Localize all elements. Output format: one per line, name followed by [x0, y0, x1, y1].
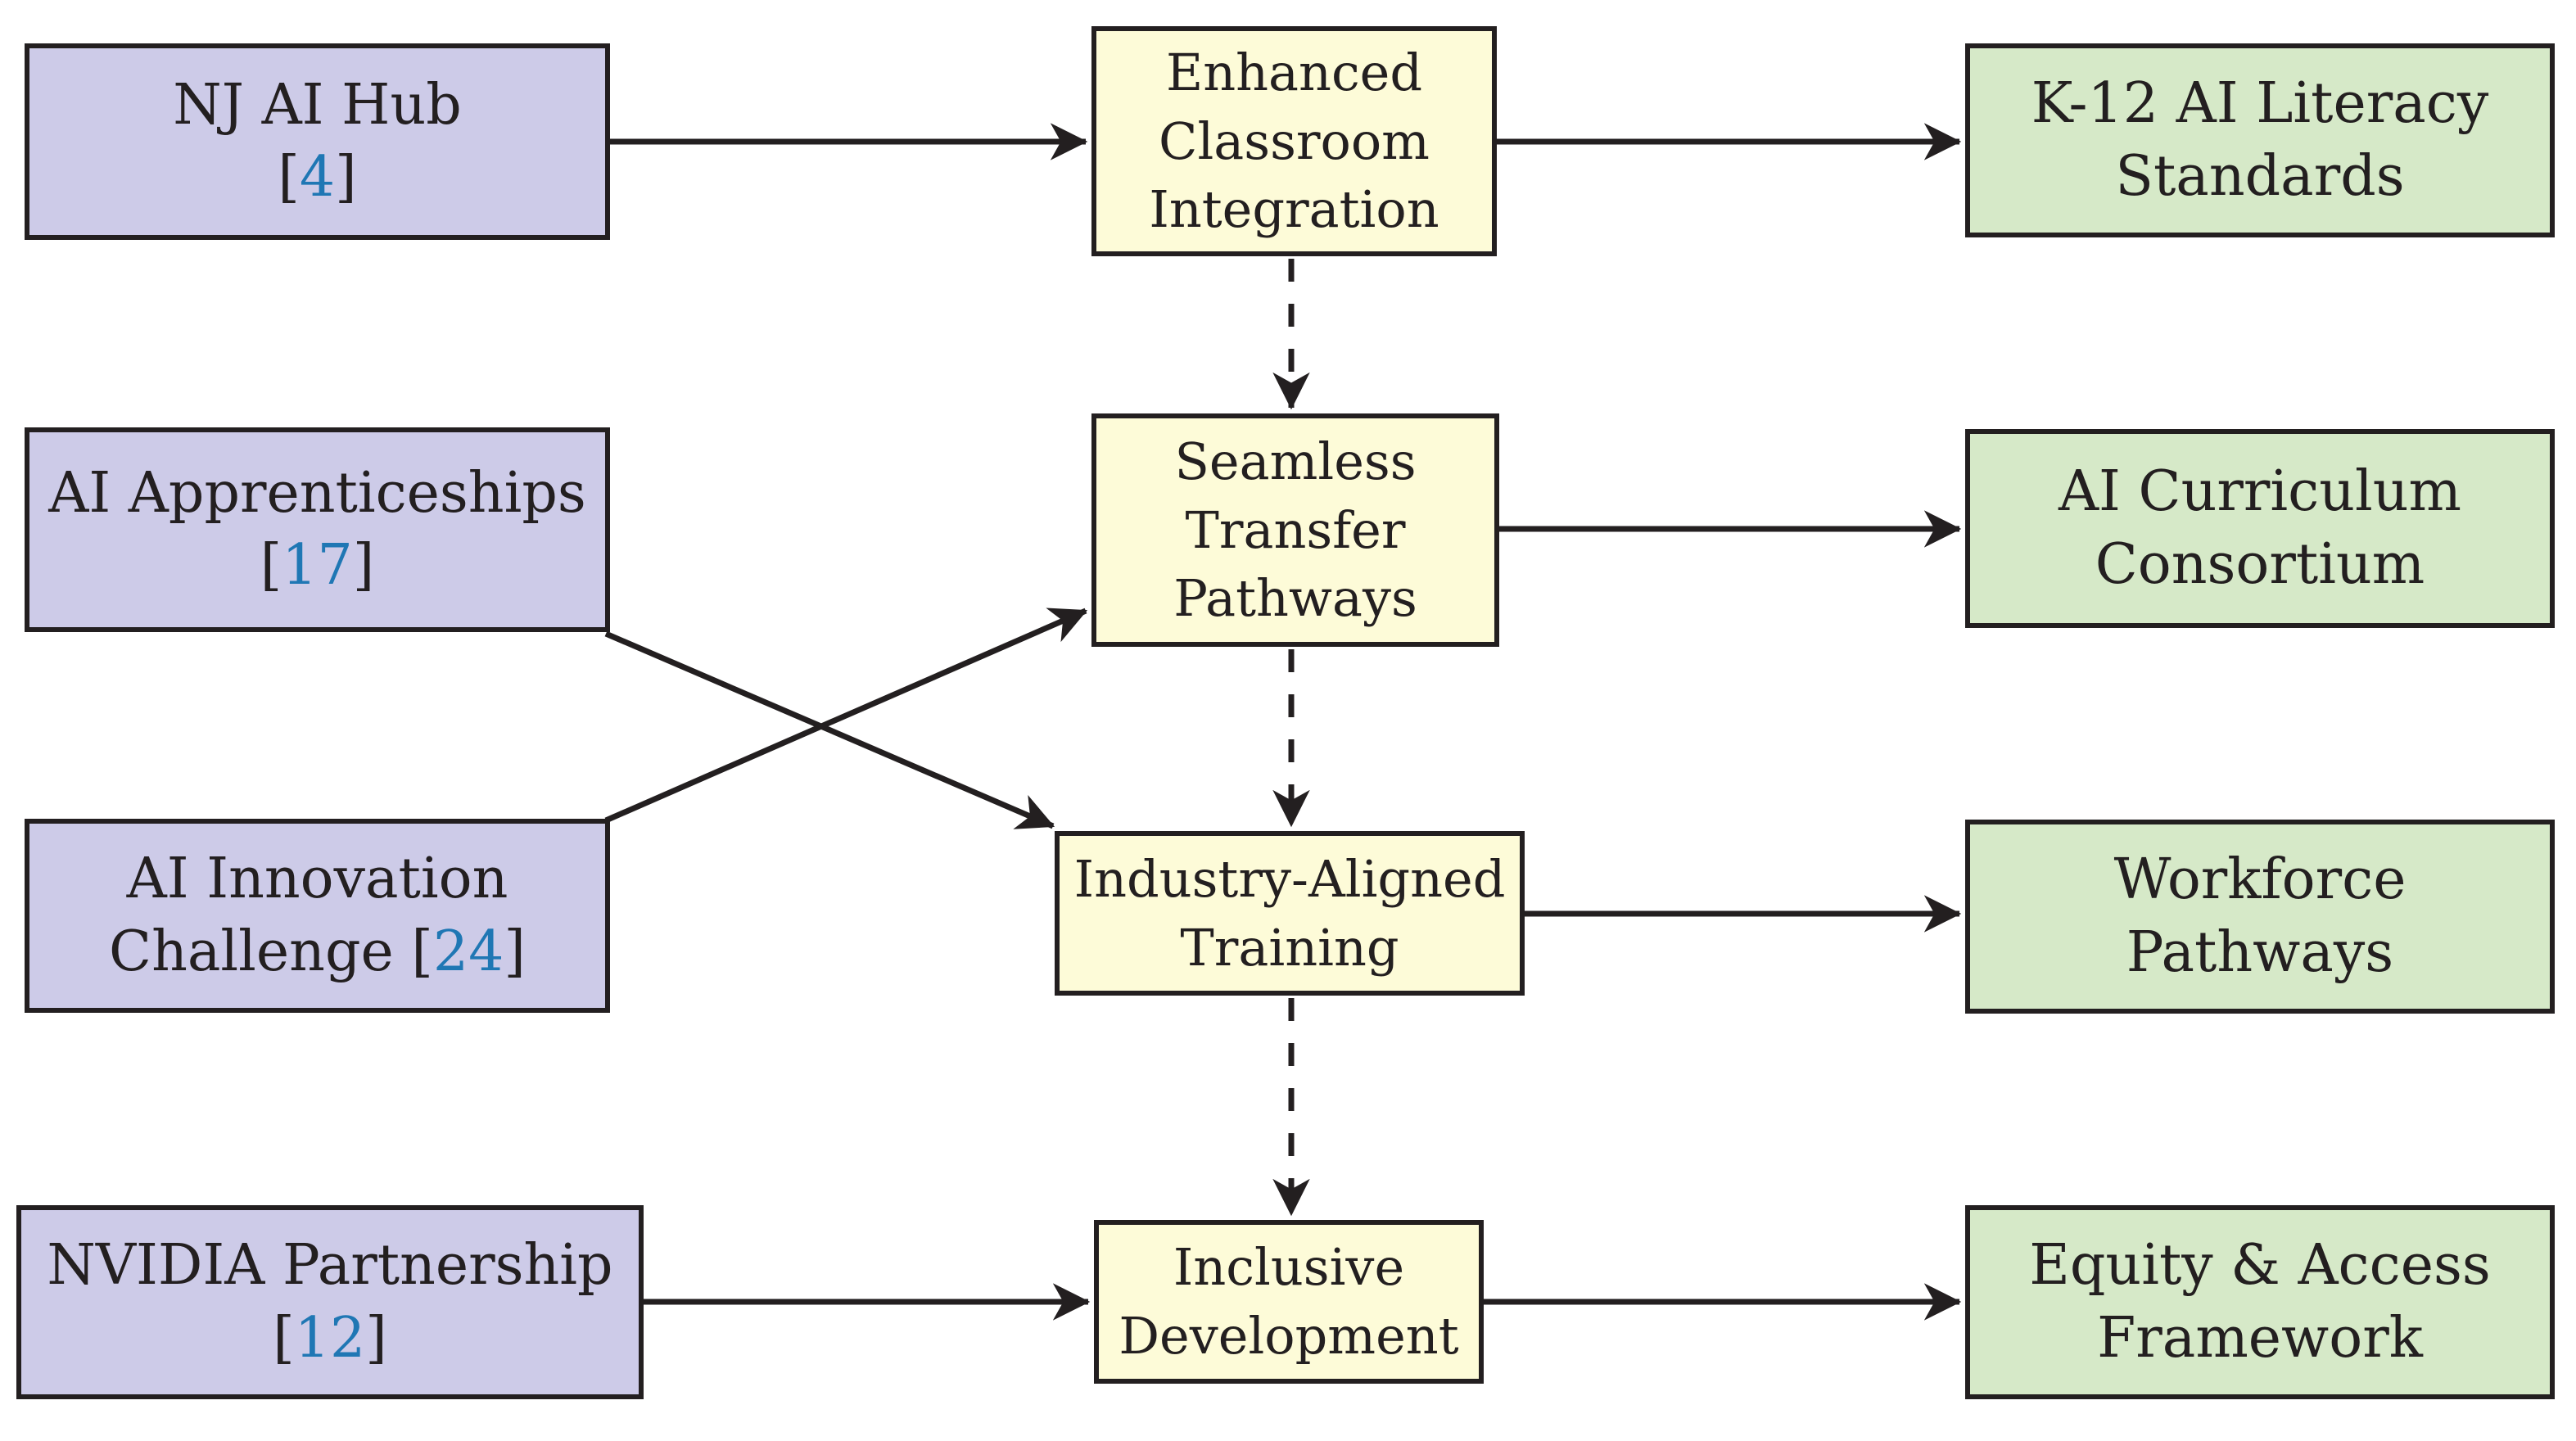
node-title-line: Training [1180, 917, 1399, 978]
node-industry-aligned-training: Industry-Aligned Training [1055, 831, 1525, 996]
node-title-line: Transfer [1185, 499, 1406, 560]
citation-bracket-close: ] [504, 919, 526, 984]
node-title-line: Framework [2097, 1305, 2423, 1371]
citation-link[interactable]: 24 [432, 919, 504, 984]
node-ai-curriculum-consortium: AI Curriculum Consortium [1965, 429, 2555, 628]
node-title: NVIDIA Partnership [47, 1233, 613, 1299]
citation-bracket-close: ] [352, 533, 375, 598]
node-title-line: Enhanced [1165, 42, 1423, 102]
node-title-line: Equity & Access [2029, 1233, 2491, 1299]
node-title-line: Workforce [2113, 847, 2407, 913]
citation-bracket-open: [ [273, 1305, 295, 1371]
citation-bracket-close: ] [365, 1305, 387, 1371]
node-title-line: K-12 AI Literacy [2031, 71, 2489, 137]
node-title-line: Seamless [1174, 431, 1417, 491]
node-title-line: Consortium [2095, 531, 2425, 597]
node-nj-ai-hub: NJ AI Hub [4] [25, 43, 610, 240]
node-seamless-transfer-pathways: Seamless Transfer Pathways [1091, 413, 1499, 647]
node-title-line: Inclusive [1173, 1237, 1405, 1298]
node-title: AI Apprenticeships [48, 460, 586, 526]
node-ai-apprenticeships: AI Apprenticeships [17] [25, 427, 610, 632]
node-title-line: Development [1119, 1306, 1459, 1366]
node-citation: Challenge [24] [109, 916, 526, 988]
node-ai-innovation-challenge: AI Innovation Challenge [24] [25, 819, 610, 1013]
citation-link[interactable]: 4 [299, 145, 336, 210]
citation-prefix: Challenge [109, 919, 412, 984]
node-title-line: Pathways [1173, 568, 1417, 629]
node-title-line: Pathways [2126, 919, 2394, 985]
node-title-line: Integration [1149, 179, 1439, 240]
node-equity-access-framework: Equity & Access Framework [1965, 1205, 2555, 1399]
edge-ai-innovation-challenge-to-seamless-transfer-pathways [604, 608, 1088, 824]
node-title: AI Innovation [126, 847, 508, 912]
node-nvidia-partnership: NVIDIA Partnership [12] [16, 1205, 644, 1399]
node-title-line: AI Curriculum [2058, 459, 2462, 525]
citation-link[interactable]: 12 [294, 1305, 366, 1371]
node-title-line: Standards [2115, 143, 2405, 209]
citation-bracket-close: ] [335, 145, 357, 210]
node-enhanced-classroom-integration: Enhanced Classroom Integration [1091, 26, 1497, 256]
citation-link[interactable]: 17 [282, 533, 353, 598]
node-citation: [17] [260, 530, 375, 602]
citation-bracket-open: [ [411, 919, 433, 984]
citation-bracket-open: [ [278, 145, 300, 210]
node-k12-ai-literacy-standards: K-12 AI Literacy Standards [1965, 43, 2555, 237]
node-title-line: Classroom [1159, 111, 1430, 171]
node-workforce-pathways: Workforce Pathways [1965, 820, 2555, 1014]
node-title-line: Industry-Aligned [1073, 848, 1506, 909]
edge-ai-apprenticeships-to-industry-aligned-training [604, 630, 1055, 829]
node-inclusive-development: Inclusive Development [1094, 1220, 1484, 1384]
node-citation: [4] [278, 142, 356, 214]
node-citation: [12] [273, 1303, 387, 1375]
node-title: NJ AI Hub [173, 72, 462, 138]
citation-bracket-open: [ [260, 533, 282, 598]
